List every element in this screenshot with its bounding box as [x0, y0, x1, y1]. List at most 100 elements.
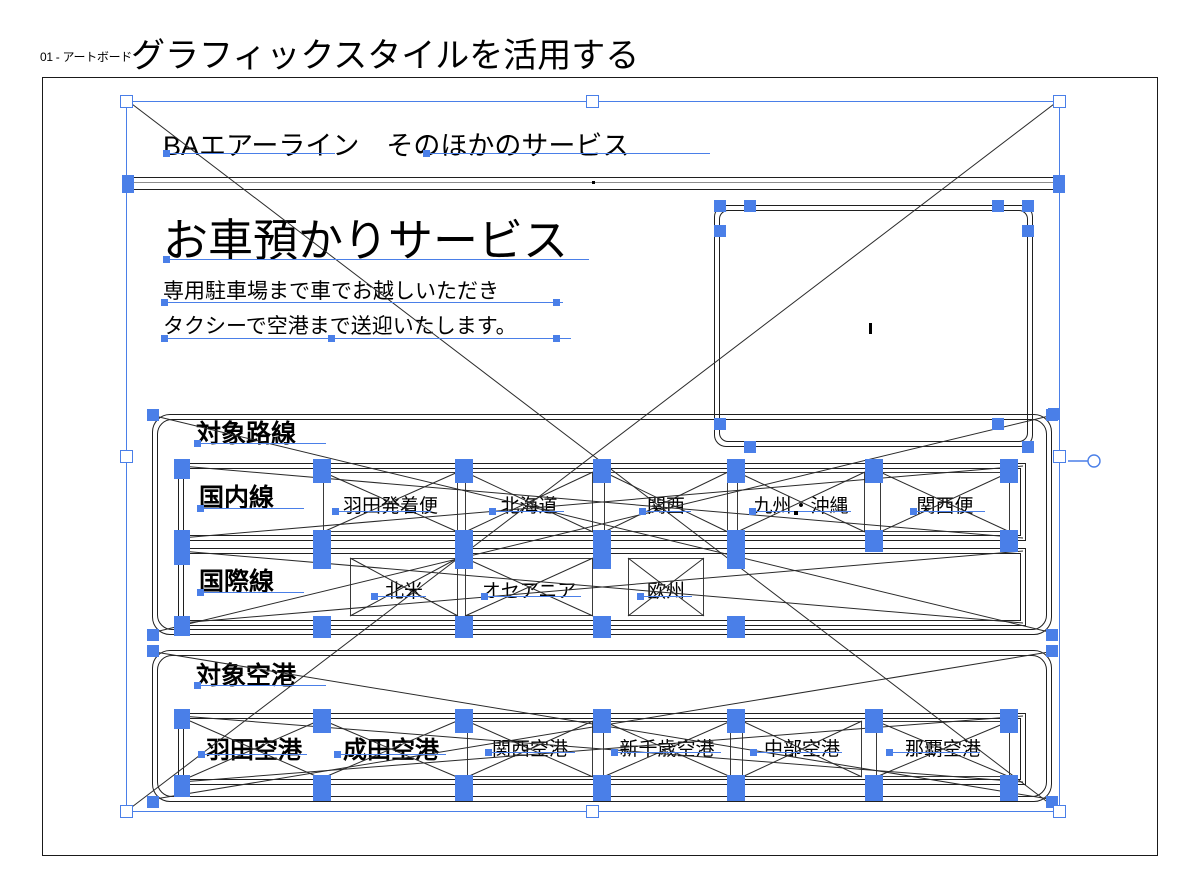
text-baseline	[751, 511, 851, 512]
path-anchor	[174, 459, 190, 479]
text-baseline	[165, 153, 335, 154]
text-anchor	[750, 749, 757, 756]
text-anchor	[637, 593, 644, 600]
path-anchor	[1046, 409, 1058, 421]
text-anchor	[163, 256, 170, 263]
document-title: グラフィックスタイルを活用する	[131, 37, 640, 75]
text-baseline	[334, 511, 431, 512]
text-anchor	[553, 299, 560, 306]
path-anchor	[714, 225, 726, 237]
path-anchor	[744, 200, 756, 212]
text-baseline	[199, 592, 304, 593]
path-anchor	[727, 459, 745, 483]
path-anchor	[313, 709, 331, 733]
selection-handle-top-left[interactable]	[120, 95, 133, 108]
selection-handle-bottom-left[interactable]	[120, 805, 133, 818]
path-anchor	[1053, 175, 1065, 193]
path-anchor	[147, 629, 159, 641]
text-baseline	[165, 259, 589, 260]
path-anchor	[147, 645, 159, 657]
text-anchor	[611, 749, 618, 756]
text-anchor	[161, 335, 168, 342]
path-anchor	[992, 200, 1004, 212]
path-anchor	[455, 709, 473, 733]
text-baseline	[196, 443, 326, 444]
path-anchor	[174, 775, 190, 797]
text-anchor	[886, 749, 893, 756]
path-anchor	[455, 775, 473, 801]
text-baseline	[613, 752, 721, 753]
path-anchor	[174, 545, 190, 565]
text-baseline	[163, 338, 571, 339]
path-anchor	[727, 775, 745, 801]
artboard-label: 01 - アートボード	[40, 50, 132, 64]
text-anchor	[332, 508, 339, 515]
path-anchor	[727, 616, 745, 638]
selection-handle-bottom-center[interactable]	[586, 805, 599, 818]
text-anchor	[328, 335, 335, 342]
text-baseline	[752, 752, 842, 753]
text-anchor	[639, 508, 646, 515]
text-baseline	[487, 752, 575, 753]
path-anchor	[313, 775, 331, 801]
text-baseline	[912, 511, 985, 512]
selection-handle-middle-left[interactable]	[120, 450, 133, 463]
text-cursor-mark	[869, 323, 872, 334]
text-anchor	[371, 593, 378, 600]
text-anchor	[749, 508, 756, 515]
path-anchor	[1022, 225, 1034, 237]
text-anchor	[198, 751, 205, 758]
text-baseline	[491, 511, 564, 512]
path-anchor	[593, 709, 611, 733]
path-anchor	[174, 709, 190, 729]
path-anchor	[992, 418, 1004, 430]
text-anchor	[161, 299, 168, 306]
text-anchor	[489, 508, 496, 515]
selection-handle-top-center[interactable]	[586, 95, 599, 108]
selection-bounding-box[interactable]	[126, 101, 1060, 812]
text-baseline	[199, 508, 304, 509]
path-anchor	[727, 709, 745, 733]
path-anchor	[1000, 775, 1018, 801]
selection-handle-top-right[interactable]	[1053, 95, 1066, 108]
text-anchor	[334, 751, 341, 758]
path-anchor	[147, 409, 159, 421]
path-anchor	[1000, 709, 1018, 733]
path-anchor	[1046, 645, 1058, 657]
corner-radius-widget[interactable]	[1068, 451, 1108, 471]
path-anchor	[865, 459, 883, 483]
path-anchor	[1000, 459, 1018, 483]
text-anchor	[910, 508, 917, 515]
path-anchor	[593, 616, 611, 638]
path-anchor	[714, 200, 726, 212]
selection-handle-middle-right[interactable]	[1053, 450, 1066, 463]
path-anchor	[313, 545, 331, 569]
dot-mark	[794, 511, 798, 515]
text-baseline	[196, 685, 326, 686]
text-anchor	[423, 150, 430, 157]
path-anchor	[865, 709, 883, 733]
path-anchor	[455, 459, 473, 483]
text-anchor	[194, 682, 201, 689]
path-anchor	[122, 175, 134, 193]
text-baseline	[373, 596, 426, 597]
text-baseline	[163, 302, 563, 303]
dot-mark	[592, 181, 595, 184]
path-anchor	[1046, 629, 1058, 641]
path-anchor	[147, 796, 159, 808]
text-anchor	[197, 505, 204, 512]
path-anchor	[174, 616, 190, 636]
path-anchor	[455, 545, 473, 569]
selection-handle-bottom-right[interactable]	[1053, 805, 1066, 818]
text-anchor	[485, 749, 492, 756]
text-baseline	[336, 754, 446, 755]
text-baseline	[888, 752, 980, 753]
path-anchor	[313, 616, 331, 638]
text-baseline	[200, 754, 307, 755]
path-anchor	[593, 545, 611, 569]
path-anchor	[313, 459, 331, 483]
path-anchor	[727, 545, 745, 569]
path-anchor	[593, 775, 611, 801]
text-anchor	[553, 335, 560, 342]
path-anchor	[1000, 530, 1018, 552]
